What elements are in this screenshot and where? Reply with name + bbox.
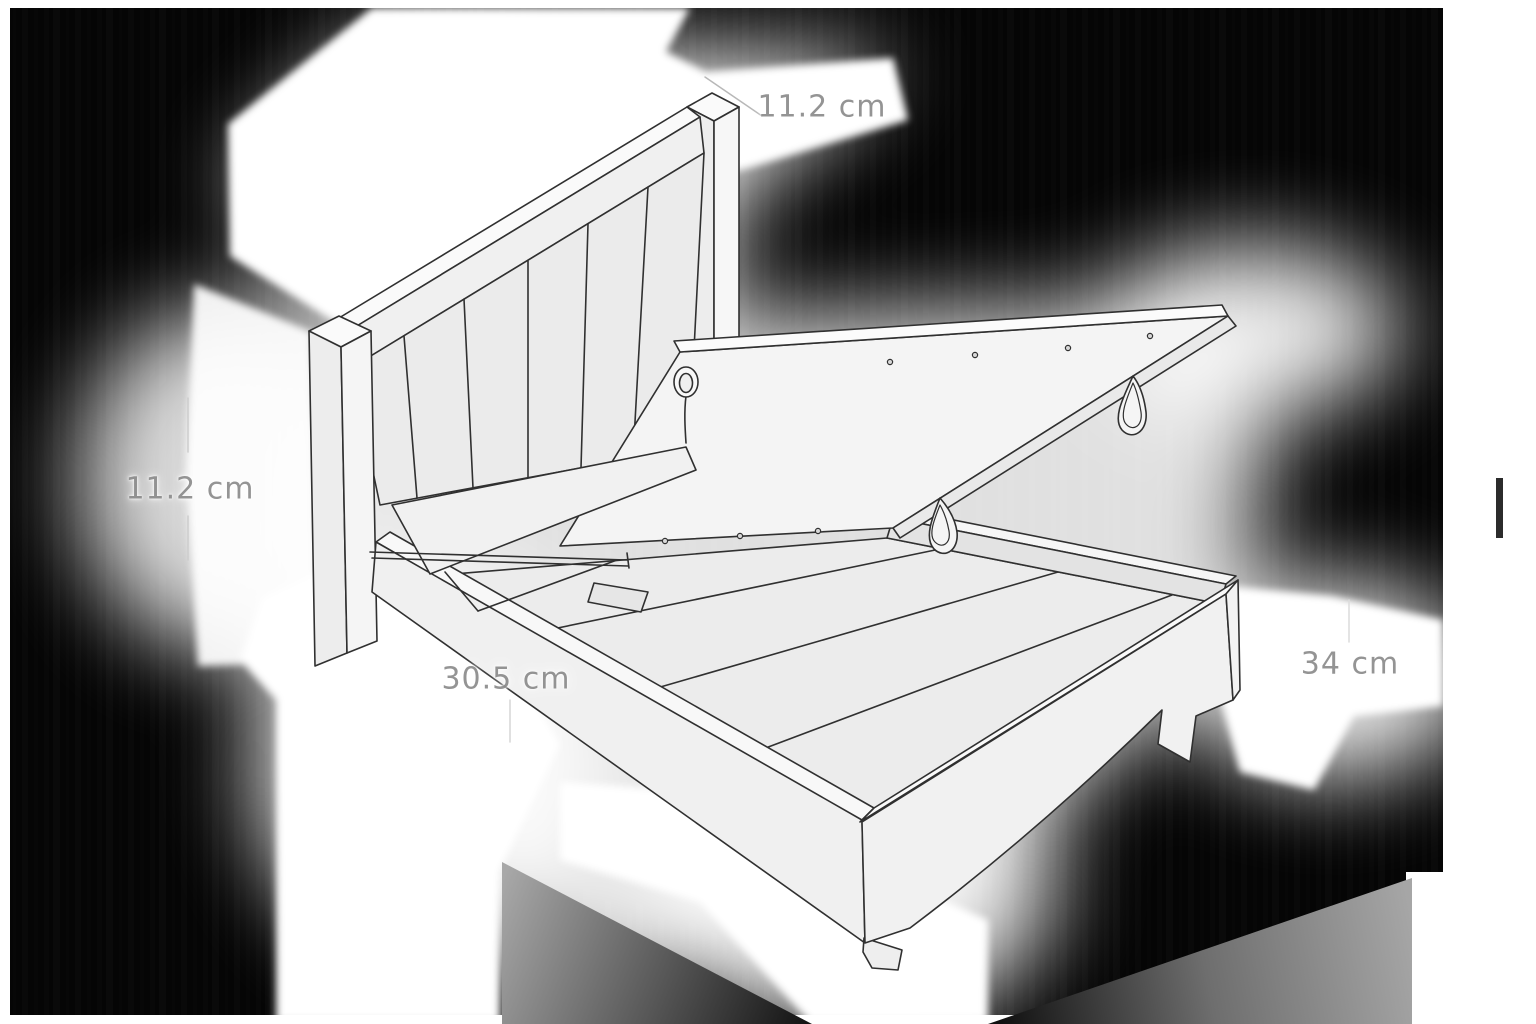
footboard [859, 579, 1241, 944]
bed-drawing [187, 76, 1350, 971]
footboard-end [1225, 579, 1241, 701]
dimension-label-right: 34 cm [1300, 646, 1400, 682]
panel-dividers [403, 186, 649, 499]
lift-handle-upper-inner [1122, 382, 1142, 429]
ring-cord [684, 395, 687, 444]
ring-inner [678, 372, 694, 394]
lift-handle-icon-lower [928, 497, 958, 555]
headboard [308, 92, 740, 667]
shadow-wedge-right [988, 878, 1412, 1024]
right-edge-tick [1496, 478, 1503, 538]
lift-lid [559, 304, 1237, 547]
floor-slat-lines [547, 548, 1173, 753]
lid-top-edge-band [673, 304, 1229, 353]
lift-mechanism [369, 551, 649, 613]
lid-front-edge-band [892, 315, 1237, 539]
dimension-label-top: 11.2 cm [757, 89, 887, 125]
head-deck [391, 446, 697, 575]
lift-handle-lower-inner [931, 504, 950, 546]
shadow-wedge-left [502, 862, 812, 1024]
ring-strap-icon [673, 366, 699, 444]
dimension-label-bottom: 30.5 cm [441, 661, 571, 697]
dimension-leader-lines [187, 76, 1350, 743]
footboard-front [861, 593, 1234, 944]
lift-handles [928, 375, 1147, 555]
leader-top [704, 76, 763, 117]
lift-handle-icon-upper [1117, 375, 1147, 436]
deck-surface [391, 446, 697, 575]
dimension-label-left: 11.2 cm [125, 471, 255, 507]
corner-foot-leg [862, 937, 903, 971]
lid-screws [661, 332, 1154, 545]
left-post-side [340, 330, 378, 654]
right-margin-column [1443, 0, 1536, 1024]
hinge-bracket [587, 582, 649, 613]
